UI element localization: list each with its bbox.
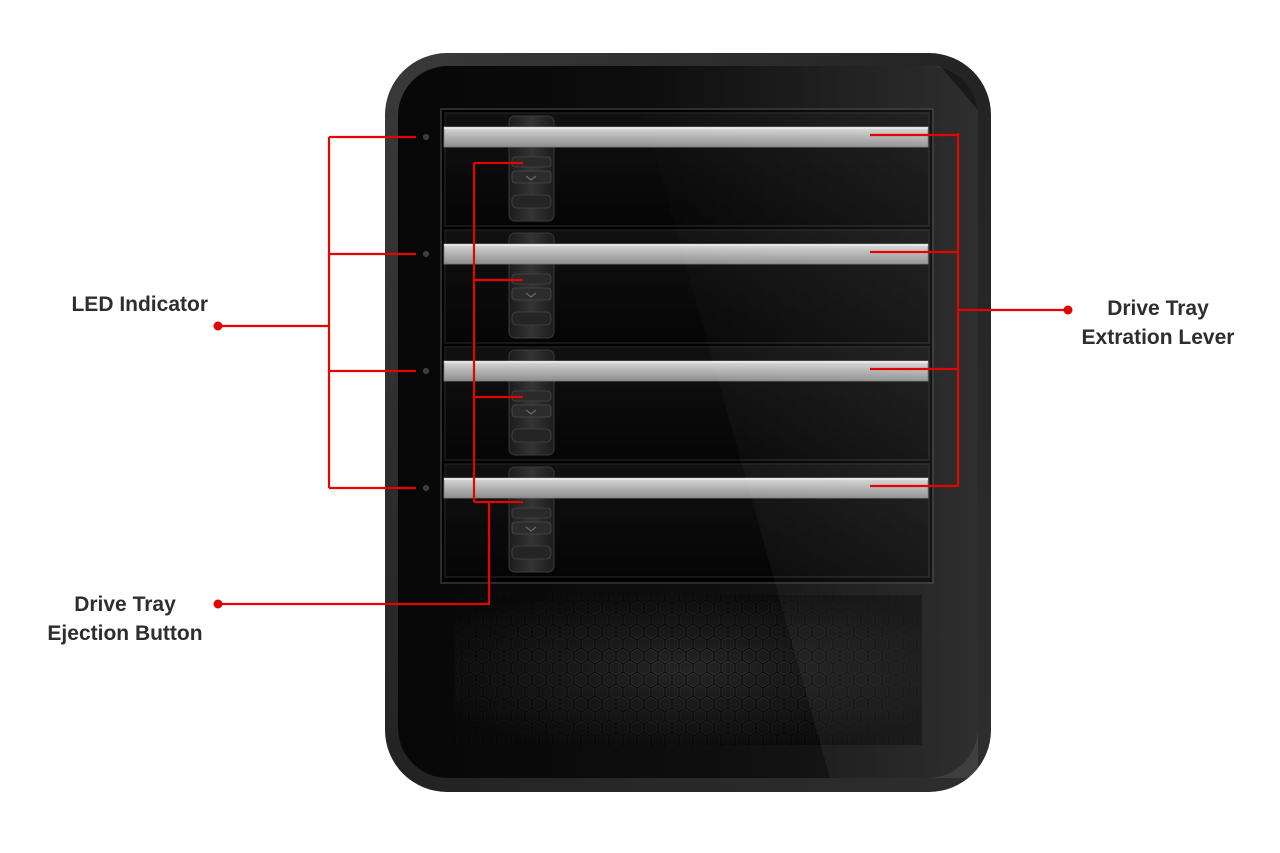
led-indicator xyxy=(423,251,429,257)
ejection-button[interactable] xyxy=(511,287,552,301)
ejection-button-label-line-2: Ejection Button xyxy=(47,622,203,645)
ejection-button-label: Drive Tray Ejection Button xyxy=(30,590,220,648)
ejection-button[interactable] xyxy=(511,170,552,184)
ejection-button-label-line-1: Drive Tray xyxy=(74,593,176,616)
led-indicator-label-line: LED Indicator xyxy=(71,293,208,316)
extraction-lever-label-line-1: Drive Tray xyxy=(1107,297,1209,320)
led-indicator xyxy=(423,368,429,374)
ejection-button[interactable] xyxy=(511,404,552,418)
ejection-button[interactable] xyxy=(511,521,552,535)
extraction-lever-label-line-2: Extration Lever xyxy=(1081,326,1235,349)
glossy-reflection xyxy=(630,66,978,778)
led-indicator xyxy=(423,485,429,491)
led-indicator-label: LED Indicator xyxy=(40,290,208,319)
led-indicator xyxy=(423,134,429,140)
extraction-lever-label: Drive Tray Extration Lever xyxy=(1060,294,1256,352)
